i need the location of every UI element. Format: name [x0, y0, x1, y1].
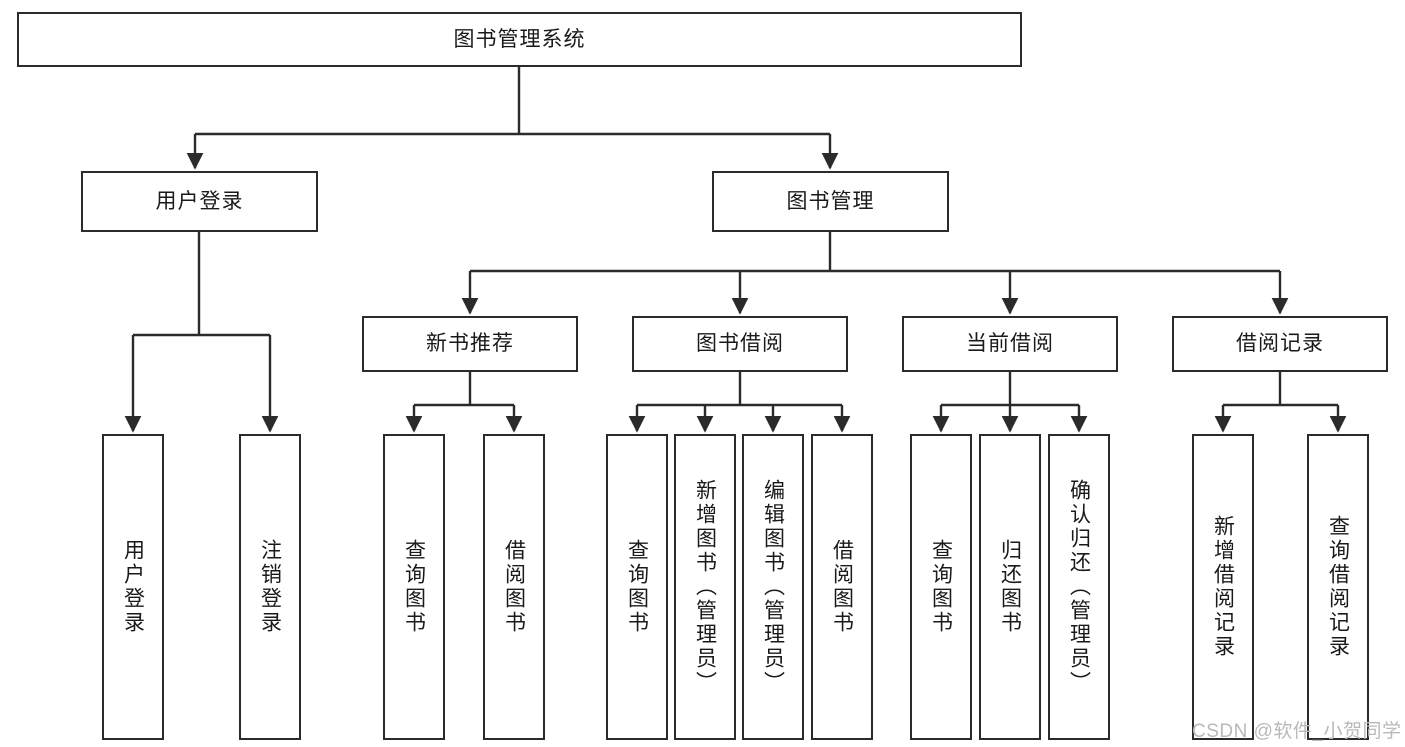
- node-book-management-label: 图书管理: [786, 189, 875, 213]
- node-root[interactable]: 图书管理系统: [17, 12, 1022, 67]
- node-leaf-query-book-borrow[interactable]: 查询图书: [606, 434, 668, 740]
- node-leaf-borrow-book[interactable]: 借阅图书: [811, 434, 873, 740]
- node-book-borrow[interactable]: 图书借阅: [632, 316, 848, 372]
- node-new-book-recommend[interactable]: 新书推荐: [362, 316, 578, 372]
- node-new-book-recommend-label: 新书推荐: [426, 332, 514, 356]
- node-leaf-return-book-label: 归还图书: [998, 539, 1022, 635]
- node-leaf-query-book-borrow-label: 查询图书: [625, 539, 649, 635]
- node-leaf-query-book-recommend[interactable]: 查询图书: [383, 434, 445, 740]
- node-leaf-borrow-book-recommend[interactable]: 借阅图书: [483, 434, 545, 740]
- node-leaf-add-borrow-record[interactable]: 新增借阅记录: [1192, 434, 1254, 740]
- node-leaf-borrow-book-label: 借阅图书: [830, 539, 854, 635]
- node-leaf-query-book-recommend-label: 查询图书: [402, 539, 426, 635]
- node-leaf-add-book-admin[interactable]: 新增图书（管理员）: [674, 434, 736, 740]
- node-book-borrow-label: 图书借阅: [696, 332, 784, 356]
- node-leaf-edit-book-admin[interactable]: 编辑图书（管理员）: [742, 434, 804, 740]
- node-leaf-logout-label: 注销登录: [258, 539, 282, 635]
- node-leaf-edit-book-admin-label: 编辑图书（管理员）: [761, 479, 785, 695]
- node-current-borrow[interactable]: 当前借阅: [902, 316, 1118, 372]
- node-user-login-label: 用户登录: [155, 189, 244, 213]
- node-leaf-query-book-current-label: 查询图书: [929, 539, 953, 635]
- node-book-management[interactable]: 图书管理: [712, 171, 949, 232]
- node-root-label: 图书管理系统: [453, 27, 586, 51]
- node-leaf-confirm-return-admin-label: 确认归还（管理员）: [1067, 479, 1091, 695]
- node-leaf-confirm-return-admin[interactable]: 确认归还（管理员）: [1048, 434, 1110, 740]
- node-leaf-borrow-book-recommend-label: 借阅图书: [502, 539, 526, 635]
- node-current-borrow-label: 当前借阅: [966, 332, 1054, 356]
- node-leaf-logout[interactable]: 注销登录: [239, 434, 301, 740]
- node-leaf-user-login[interactable]: 用户登录: [102, 434, 164, 740]
- node-user-login[interactable]: 用户登录: [81, 171, 318, 232]
- node-leaf-return-book[interactable]: 归还图书: [979, 434, 1041, 740]
- node-leaf-query-book-current[interactable]: 查询图书: [910, 434, 972, 740]
- node-leaf-query-borrow-record-label: 查询借阅记录: [1326, 515, 1350, 659]
- node-leaf-query-borrow-record[interactable]: 查询借阅记录: [1307, 434, 1369, 740]
- node-leaf-add-borrow-record-label: 新增借阅记录: [1211, 515, 1235, 659]
- node-leaf-add-book-admin-label: 新增图书（管理员）: [693, 479, 717, 695]
- node-borrow-record-label: 借阅记录: [1236, 332, 1324, 356]
- node-leaf-user-login-label: 用户登录: [121, 539, 145, 635]
- node-borrow-record[interactable]: 借阅记录: [1172, 316, 1388, 372]
